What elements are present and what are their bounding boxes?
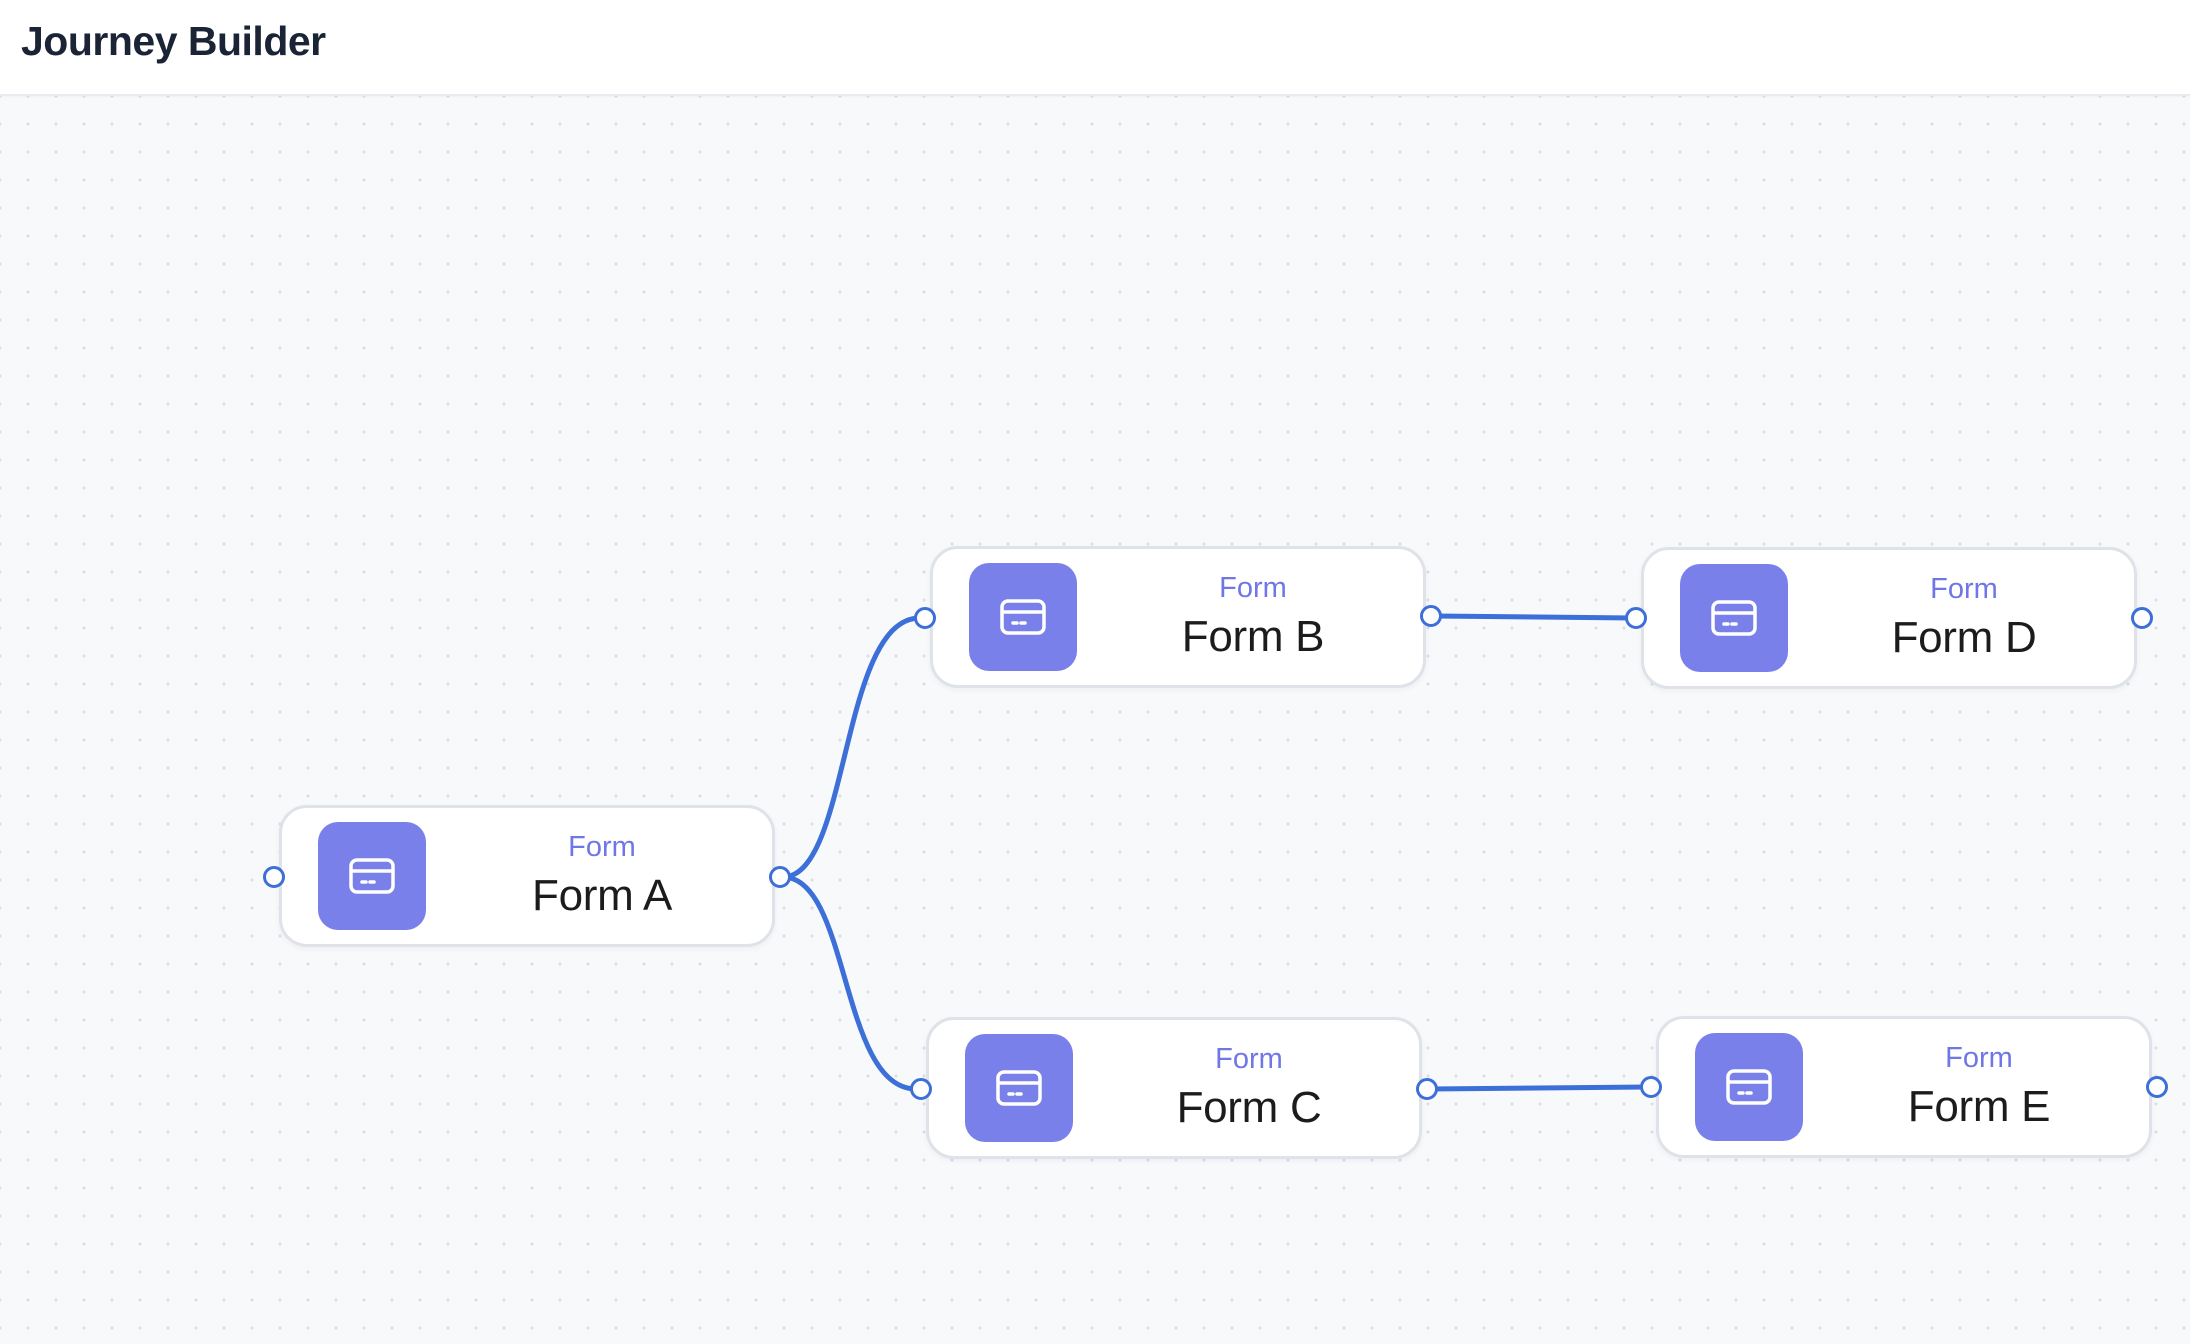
node-a-output-handle[interactable]	[769, 866, 791, 888]
form-card-icon	[1680, 564, 1788, 672]
form-card-icon	[965, 1034, 1073, 1142]
node-type-label: Form	[1215, 1043, 1283, 1075]
node-text: Form Form D	[1804, 550, 2124, 686]
node-a-input-handle[interactable]	[263, 866, 285, 888]
node-type-label: Form	[1219, 572, 1287, 604]
node-c-input-handle[interactable]	[910, 1078, 932, 1100]
node-form-e[interactable]: Form Form E	[1656, 1016, 2152, 1158]
node-name: Form E	[1907, 1082, 2051, 1131]
node-form-d[interactable]: Form Form D	[1641, 547, 2137, 689]
node-d-input-handle[interactable]	[1625, 607, 1647, 629]
app-header: Journey Builder	[0, 0, 2190, 96]
node-text: Form Form C	[1089, 1020, 1409, 1156]
node-type-label: Form	[1930, 573, 1998, 605]
journey-canvas[interactable]	[0, 96, 2190, 1344]
node-e-input-handle[interactable]	[1640, 1076, 1662, 1098]
node-d-output-handle[interactable]	[2131, 607, 2153, 629]
app-title: Journey Builder	[21, 18, 326, 64]
node-text: Form Form A	[442, 808, 762, 944]
node-form-b[interactable]: Form Form B	[930, 546, 1426, 688]
node-e-output-handle[interactable]	[2146, 1076, 2168, 1098]
node-text: Form Form E	[1819, 1019, 2139, 1155]
node-type-label: Form	[568, 831, 636, 863]
node-form-c[interactable]: Form Form C	[926, 1017, 1422, 1159]
form-card-icon	[1695, 1033, 1803, 1141]
node-b-input-handle[interactable]	[914, 607, 936, 629]
node-name: Form A	[532, 871, 672, 920]
node-text: Form Form B	[1093, 549, 1413, 685]
node-name: Form D	[1891, 613, 2037, 662]
node-name: Form B	[1181, 612, 1325, 661]
form-card-icon	[318, 822, 426, 930]
node-form-a[interactable]: Form Form A	[279, 805, 775, 947]
node-name: Form C	[1176, 1083, 1322, 1132]
node-b-output-handle[interactable]	[1420, 605, 1442, 627]
form-card-icon	[969, 563, 1077, 671]
node-c-output-handle[interactable]	[1416, 1078, 1438, 1100]
node-type-label: Form	[1945, 1042, 2013, 1074]
